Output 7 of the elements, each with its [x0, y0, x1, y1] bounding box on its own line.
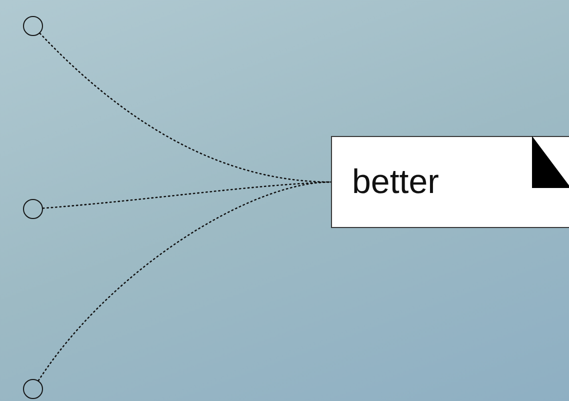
note-text: better	[352, 162, 439, 202]
dotted-connector	[38, 181, 332, 382]
circle-node	[23, 16, 43, 36]
dotted-connector	[39, 32, 332, 183]
note-box	[331, 136, 569, 228]
circle-node	[23, 199, 43, 219]
circle-node	[23, 379, 43, 399]
